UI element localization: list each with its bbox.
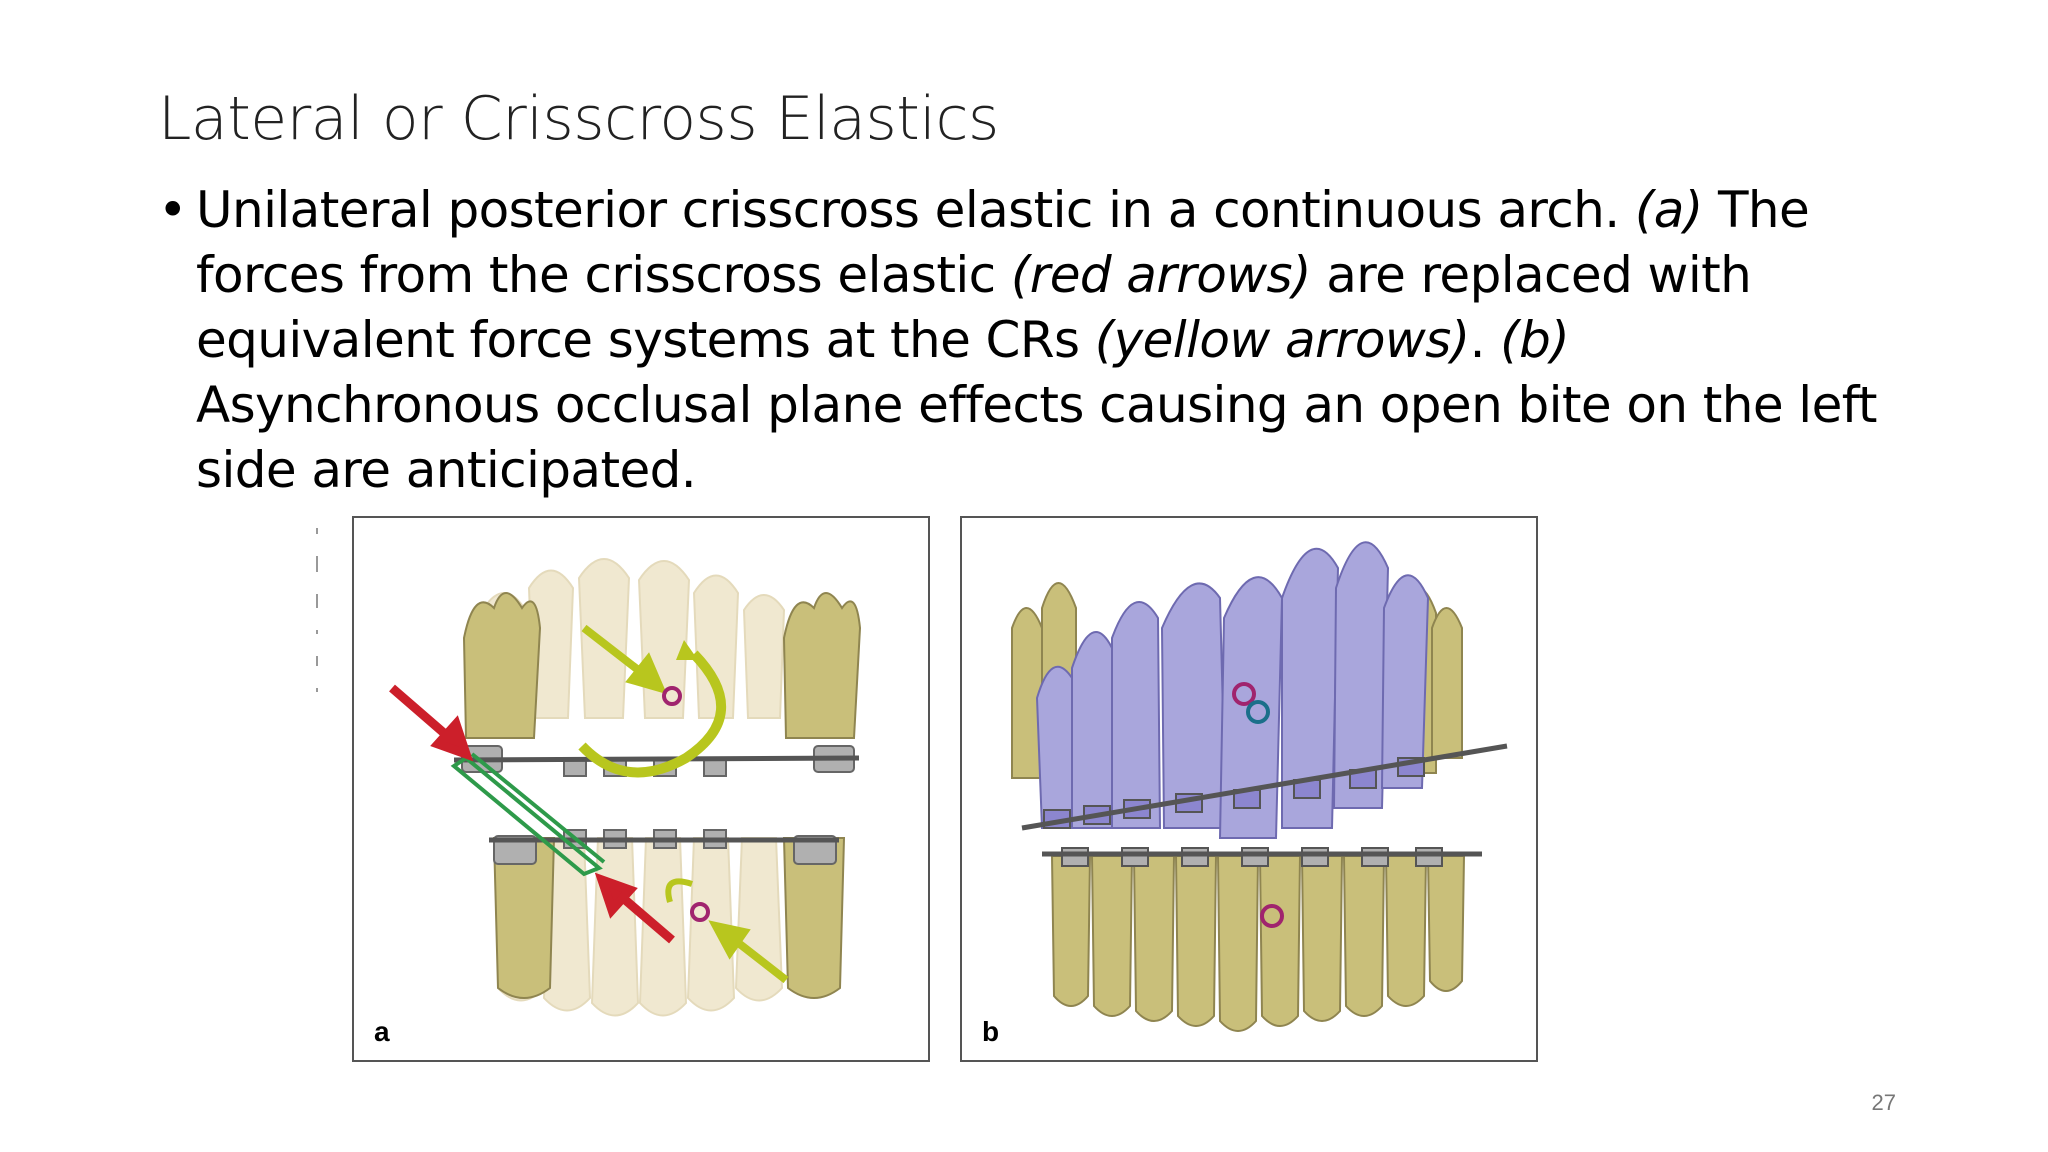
figure-a-label: a bbox=[374, 1016, 390, 1047]
red-arrows-reference: (red arrows) bbox=[1010, 246, 1312, 304]
figure-b: b bbox=[960, 516, 1538, 1062]
bullet-symbol: • bbox=[158, 181, 188, 239]
bullet-item: • Unilateral posterior crisscross elasti… bbox=[158, 178, 1918, 503]
text-part-4: . bbox=[1469, 311, 1501, 369]
figure-a: a bbox=[352, 516, 930, 1062]
text-part-5: Asynchronous occlusal plane effects caus… bbox=[196, 376, 1877, 499]
yellow-arrows-reference: (yellow arrows) bbox=[1094, 311, 1470, 369]
figure-b-illustration bbox=[1011, 541, 1508, 1032]
text-part-3: are replaced with equivalent force syste… bbox=[196, 246, 1752, 369]
text-part-2: The forces from the crisscross elastic bbox=[196, 181, 1810, 304]
figure-a-illustration bbox=[389, 558, 862, 1017]
figure-a-reference: (a) bbox=[1634, 181, 1703, 239]
figure-b-label: b bbox=[982, 1016, 1000, 1047]
side-marks bbox=[316, 528, 320, 728]
bullet-paragraph: Unilateral posterior crisscross elastic … bbox=[196, 178, 1918, 503]
text-part-1: Unilateral posterior crisscross elastic … bbox=[196, 181, 1635, 239]
figure-b-reference: (b) bbox=[1500, 311, 1570, 369]
slide-title: Lateral or Crisscross Elastics bbox=[158, 84, 999, 154]
page-number: 27 bbox=[1871, 1090, 1896, 1115]
